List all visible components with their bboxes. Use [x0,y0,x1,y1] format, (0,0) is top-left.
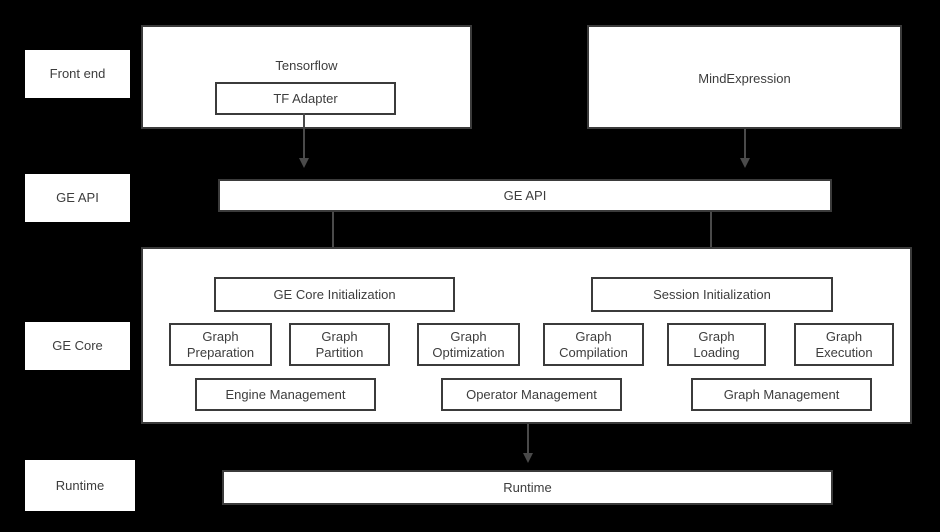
connector-ge-api-to-ge-core-init [332,212,334,262]
arrowhead-ge-core-to-runtime [523,453,533,463]
arrowhead-tf-adapter-to-ge-api [299,158,309,168]
operator-management-label: Operator Management [466,386,597,402]
connector-ge-api-to-session-init [710,212,712,262]
stage-label-ge-api: GE API [25,174,130,222]
graph-preparation-label-line2: Preparation [186,344,255,360]
engine-management-box[interactable]: Engine Management [195,378,376,411]
runtime-bar-label: Runtime [503,479,552,495]
graph-execution-box[interactable]: Graph Execution [794,323,894,366]
tensorflow-container[interactable]: Tensorflow TF Adapter [141,25,472,129]
tf-adapter-label: TF Adapter [273,90,338,106]
stage-label-ge-core-text: GE Core [52,338,103,354]
tensorflow-label: Tensorflow [275,58,338,73]
ge-api-bar-label: GE API [503,187,547,203]
ge-core-container[interactable]: GE Core Initialization Session Initializ… [141,247,912,424]
session-initialization-label: Session Initialization [653,286,771,302]
graph-optimization-label-line1: Graph [450,329,487,345]
graph-compilation-label-line2: Compilation [559,344,628,360]
connector-ge-core-to-runtime [527,424,529,456]
graph-compilation-label-line1: Graph [575,329,612,345]
session-initialization-box[interactable]: Session Initialization [591,277,833,312]
graph-loading-box[interactable]: Graph Loading [667,323,766,366]
stage-label-front-end-text: Front end [49,66,106,82]
connector-mindexpression-to-ge-api [744,129,746,161]
ge-core-initialization-label: GE Core Initialization [273,286,396,302]
graph-optimization-label-line2: Optimization [432,344,505,360]
graph-loading-label-line1: Graph [698,329,735,345]
stage-label-runtime-text: Runtime [55,477,105,493]
graph-partition-box[interactable]: Graph Partition [289,323,390,366]
ge-api-bar[interactable]: GE API [218,179,832,212]
ge-core-initialization-box[interactable]: GE Core Initialization [214,277,455,312]
runtime-bar[interactable]: Runtime [222,470,833,505]
graph-preparation-label-line1: Graph [202,329,239,345]
mindexpression-container[interactable]: MindExpression [587,25,902,129]
graph-execution-label-line1: Graph [825,329,863,345]
stage-label-front-end: Front end [25,50,130,98]
graph-execution-label-line2: Execution [815,344,873,360]
graph-partition-label-line2: Partition [315,344,364,360]
engine-management-label: Engine Management [225,386,346,402]
arrowhead-mindexpression-to-ge-api [740,158,750,168]
tf-adapter-box[interactable]: TF Adapter [215,82,396,115]
stage-label-runtime: Runtime [25,460,135,511]
graph-optimization-box[interactable]: Graph Optimization [417,323,520,366]
graph-management-box[interactable]: Graph Management [691,378,872,411]
graph-partition-label-line1: Graph [321,329,358,345]
graph-management-label: Graph Management [723,386,840,402]
graph-compilation-box[interactable]: Graph Compilation [543,323,644,366]
connector-tf-adapter-to-ge-api [303,113,305,161]
graph-preparation-box[interactable]: Graph Preparation [169,323,272,366]
stage-label-ge-api-text: GE API [56,190,99,206]
graph-loading-label-line2: Loading [693,344,740,360]
mindexpression-label: MindExpression [698,71,791,86]
operator-management-box[interactable]: Operator Management [441,378,622,411]
stage-label-ge-core: GE Core [25,322,130,370]
